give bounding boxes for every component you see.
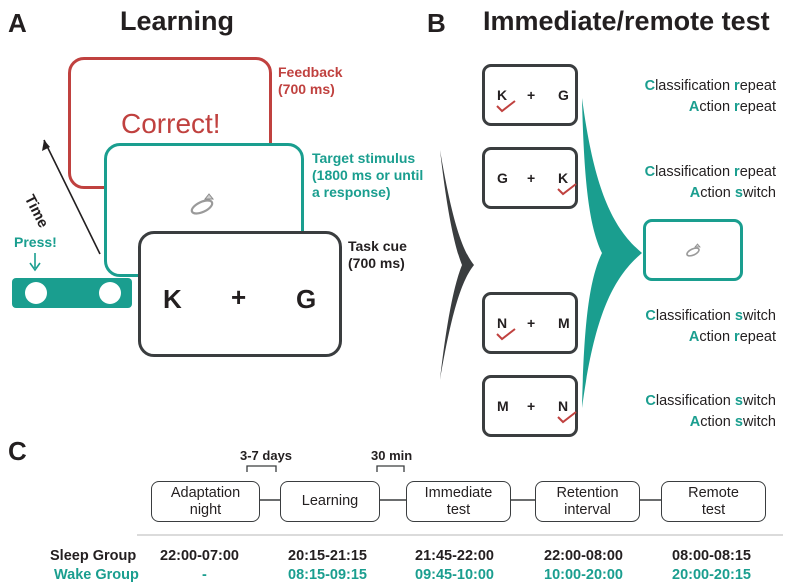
pair-left-letter: M bbox=[497, 398, 509, 414]
wake-time: - bbox=[202, 567, 207, 583]
test-cue-pair: G + K bbox=[482, 147, 578, 209]
right-button bbox=[99, 282, 121, 304]
cue-left-letter: K bbox=[163, 284, 182, 314]
checkmark-icon bbox=[557, 411, 577, 424]
ring-icon bbox=[190, 193, 215, 215]
wake-time: 08:15-09:15 bbox=[288, 567, 367, 583]
cue-plus: + bbox=[231, 282, 247, 312]
wake-group-label: Wake Group bbox=[54, 567, 139, 583]
left-brace-icon bbox=[440, 150, 474, 380]
condition-label: Classification switch Action switch bbox=[645, 393, 776, 430]
target-label: Target stimulus (1800 ms or until a resp… bbox=[312, 150, 424, 200]
pair-plus: + bbox=[527, 315, 536, 331]
left-button bbox=[25, 282, 47, 304]
ring-icon bbox=[686, 243, 701, 257]
pair-right-letter: K bbox=[558, 170, 569, 186]
pair-plus: + bbox=[527, 398, 536, 414]
checkmark-icon bbox=[496, 100, 516, 113]
task-cue-screen: K + G bbox=[138, 231, 342, 357]
down-arrow-icon bbox=[29, 253, 41, 272]
sleep-time: 22:00-07:00 bbox=[160, 548, 239, 564]
sleep-group-label: Sleep Group bbox=[50, 548, 137, 564]
feedback-label: Feedback (700 ms) bbox=[278, 64, 343, 97]
feedback-text: Correct! bbox=[121, 108, 221, 139]
press-label: Press! bbox=[14, 234, 57, 250]
wake-time: 10:00-20:00 bbox=[544, 567, 623, 583]
cue-label: Task cue (700 ms) bbox=[348, 238, 407, 271]
pair-left-letter: N bbox=[497, 315, 508, 331]
panel-b-letter: B bbox=[427, 8, 446, 38]
test-cue-pair: K + G bbox=[482, 64, 578, 126]
pair-right-letter: M bbox=[558, 315, 570, 331]
response-pad bbox=[12, 278, 132, 308]
condition-label: Classification switch Action repeat bbox=[645, 308, 776, 345]
condition-label: Classification repeat Action switch bbox=[644, 164, 776, 201]
wake-time: 09:45-10:00 bbox=[415, 567, 494, 583]
pair-right-letter: G bbox=[558, 87, 569, 103]
sleep-time: 08:00-08:15 bbox=[672, 548, 751, 564]
pair-plus: + bbox=[527, 87, 536, 103]
test-target-screen bbox=[643, 219, 743, 281]
panel-c-letter: C bbox=[8, 436, 27, 466]
stage-learning: Learning bbox=[280, 481, 380, 522]
checkmark-icon bbox=[496, 328, 516, 341]
interval-label-1: 3-7 days bbox=[240, 448, 293, 463]
wake-time: 20:00-20:15 bbox=[672, 567, 751, 583]
checkmark-icon bbox=[557, 183, 577, 196]
panel-a-title: Learning bbox=[120, 6, 235, 36]
panel-b-title: Immediate/remote test bbox=[483, 6, 770, 36]
pair-plus: + bbox=[527, 170, 536, 186]
cue-right-letter: G bbox=[296, 284, 317, 314]
time-arrow-icon bbox=[42, 139, 101, 255]
test-cue-pair: N + M bbox=[482, 292, 578, 354]
sleep-time: 20:15-21:15 bbox=[288, 548, 367, 564]
right-brace-icon bbox=[582, 98, 642, 408]
pair-right-letter: N bbox=[558, 398, 569, 414]
test-cue-pair: M + N bbox=[482, 375, 578, 437]
interval-label-2: 30 min bbox=[371, 448, 413, 463]
pair-left-letter: K bbox=[497, 87, 508, 103]
sleep-time: 21:45-22:00 bbox=[415, 548, 494, 564]
pair-left-letter: G bbox=[497, 170, 508, 186]
panel-a-letter: A bbox=[8, 8, 27, 38]
condition-label: Classification repeat Action repeat bbox=[644, 78, 776, 115]
sleep-time: 22:00-08:00 bbox=[544, 548, 623, 564]
